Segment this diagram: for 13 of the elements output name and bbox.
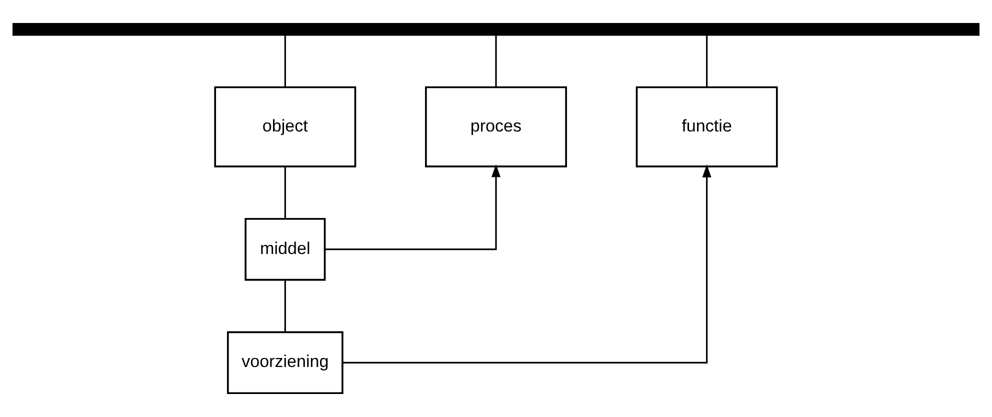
node-bar xyxy=(12,22,980,36)
node-box: functie xyxy=(636,86,778,168)
node-box: proces xyxy=(425,86,567,168)
arrow xyxy=(324,164,501,250)
connector xyxy=(284,35,286,87)
connector xyxy=(495,35,497,87)
node-box: middel xyxy=(244,218,326,281)
node-box: object xyxy=(214,86,356,168)
arrow xyxy=(342,164,712,364)
connector xyxy=(284,280,286,332)
connector xyxy=(706,35,708,87)
node-box: voorziening xyxy=(226,331,344,394)
connector xyxy=(284,166,286,219)
